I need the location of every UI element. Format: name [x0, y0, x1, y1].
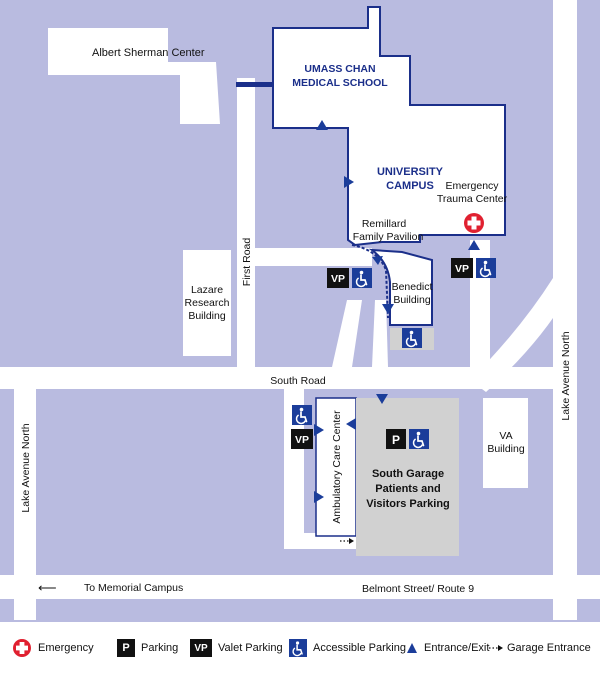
legend-label-valet: Valet Parking	[218, 642, 283, 654]
valet-parking-badge-text: VP	[295, 434, 309, 446]
legend-label-entrance: Entrance/Exit	[424, 642, 490, 654]
university-campus-shape	[272, 6, 506, 247]
legend-label-garage: Garage Entrance	[507, 642, 591, 654]
first-road	[237, 78, 255, 378]
lazare-research-building-shape	[183, 250, 231, 356]
south-garage-shape	[356, 398, 459, 556]
valet-parking-badge	[327, 268, 349, 288]
albert-sherman-center-shape	[48, 28, 220, 124]
service-road-wedge	[332, 300, 362, 367]
valet-parking-badge: VP	[190, 639, 212, 657]
emergency-icon	[464, 213, 484, 233]
remillard-label-line2: Family Pavilion	[353, 231, 424, 243]
ambulatory-care-center-shape	[315, 397, 357, 537]
university-campus-label-line1: UNIVERSITY	[377, 166, 444, 178]
campus-map: Albert Sherman Center UMASS CHAN MEDICAL…	[0, 0, 600, 622]
memorial-arrow: ⟵	[38, 580, 57, 595]
roads	[0, 0, 600, 620]
south-road	[0, 367, 560, 389]
lake-avenue-north-label-left: Lake Avenue North	[20, 423, 32, 512]
service-road-narrow	[372, 300, 388, 367]
valet-parking-badge	[291, 429, 313, 449]
belmont-street-label: Belmont Street/ Route 9	[362, 583, 474, 595]
pavilion-walkway	[351, 244, 389, 319]
valet-parking-badge-text: VP	[331, 273, 345, 285]
south-garage-label-line2: Patients and	[375, 483, 440, 495]
entrance-icon	[316, 120, 328, 130]
memorial-campus-label: To Memorial Campus	[84, 582, 183, 594]
legend-item-emergency: Emergency	[12, 638, 94, 658]
benedict-label-line2: Building	[393, 294, 431, 306]
legend-item-parking: P Parking	[117, 638, 178, 658]
lake-avenue-north-label-right: Lake Avenue North	[560, 331, 572, 420]
lazare-label-line1: Lazare	[191, 284, 223, 296]
legend-item-entrance: Entrance/Exit	[406, 638, 489, 658]
garage-loop-road-south	[284, 533, 364, 549]
benedict-label-line1: Benedict	[392, 281, 433, 293]
valet-parking-badge-text: VP	[455, 263, 469, 275]
south-road-label: South Road	[270, 375, 326, 387]
va-building-label-line2: Building	[487, 443, 525, 455]
dotted-arrow-icon	[489, 645, 503, 651]
va-building-label-line1: VA	[499, 430, 512, 442]
lazare-label-line3: Building	[188, 310, 226, 322]
entrance-icon	[346, 418, 356, 430]
parking-badge	[386, 429, 406, 449]
wheelchair-icon	[475, 257, 497, 279]
map-legend: Emergency P Parking VP Valet Parking Acc…	[0, 622, 600, 678]
belmont-street-road	[0, 575, 600, 599]
curved-connector-road	[470, 278, 566, 392]
wheelchair-icon	[289, 639, 307, 657]
parking-badge: P	[117, 639, 135, 657]
south-garage-label-line1: South Garage	[372, 468, 444, 480]
buildings	[48, 6, 528, 556]
entrance-markers	[314, 120, 480, 503]
entrance-icon	[344, 176, 354, 188]
va-building-shape	[483, 398, 528, 488]
entrance-icon	[314, 424, 324, 436]
legend-item-garage: Garage Entrance	[488, 638, 591, 658]
triangle-icon	[407, 643, 417, 653]
garage-entrance-icon	[340, 538, 354, 544]
albert-sherman-center-label: Albert Sherman Center	[92, 47, 205, 59]
entrance-icon	[468, 240, 480, 250]
first-road-label: First Road	[241, 238, 253, 287]
south-garage-label-line3: Visitors Parking	[366, 498, 450, 510]
entrance-icon	[382, 304, 394, 314]
wheelchair-icon	[291, 404, 313, 426]
emergency-trauma-label-line2: Trauma Center	[437, 193, 508, 205]
legend-label-emergency: Emergency	[38, 642, 94, 654]
wheelchair-icon	[408, 428, 430, 450]
legend-label-parking: Parking	[141, 642, 179, 654]
ambulatory-care-center-label: Ambulatory Care Center	[331, 410, 343, 524]
wheelchair-icon	[351, 267, 373, 289]
parking-badge-text: P	[392, 433, 400, 447]
wheelchair-icon	[401, 327, 423, 349]
legend-item-accessible: Accessible Parking	[289, 638, 406, 658]
valet-parking-badge	[451, 258, 473, 278]
entrance-icon	[376, 394, 388, 404]
legend-label-accessible: Accessible Parking	[313, 642, 406, 654]
entrance-icon	[314, 491, 324, 503]
lake-avenue-north-road-left	[14, 380, 36, 620]
legend-item-valet: VP Valet Parking	[190, 638, 283, 658]
connector-bridge	[236, 82, 272, 87]
lazare-label-line2: Research	[185, 297, 230, 309]
umass-chan-label-line1: UMASS CHAN	[304, 63, 375, 75]
benedict-building-shape	[368, 248, 433, 326]
red-cross-icon	[13, 639, 31, 657]
university-campus-label-line2: CAMPUS	[386, 180, 434, 192]
entrance-icon	[372, 256, 383, 265]
emergency-trauma-label-line1: Emergency	[445, 180, 499, 192]
remillard-label-line1: Remillard	[362, 218, 407, 230]
umass-chan-label-line2: MEDICAL SCHOOL	[292, 77, 388, 89]
pavilion-access-road	[237, 248, 372, 266]
